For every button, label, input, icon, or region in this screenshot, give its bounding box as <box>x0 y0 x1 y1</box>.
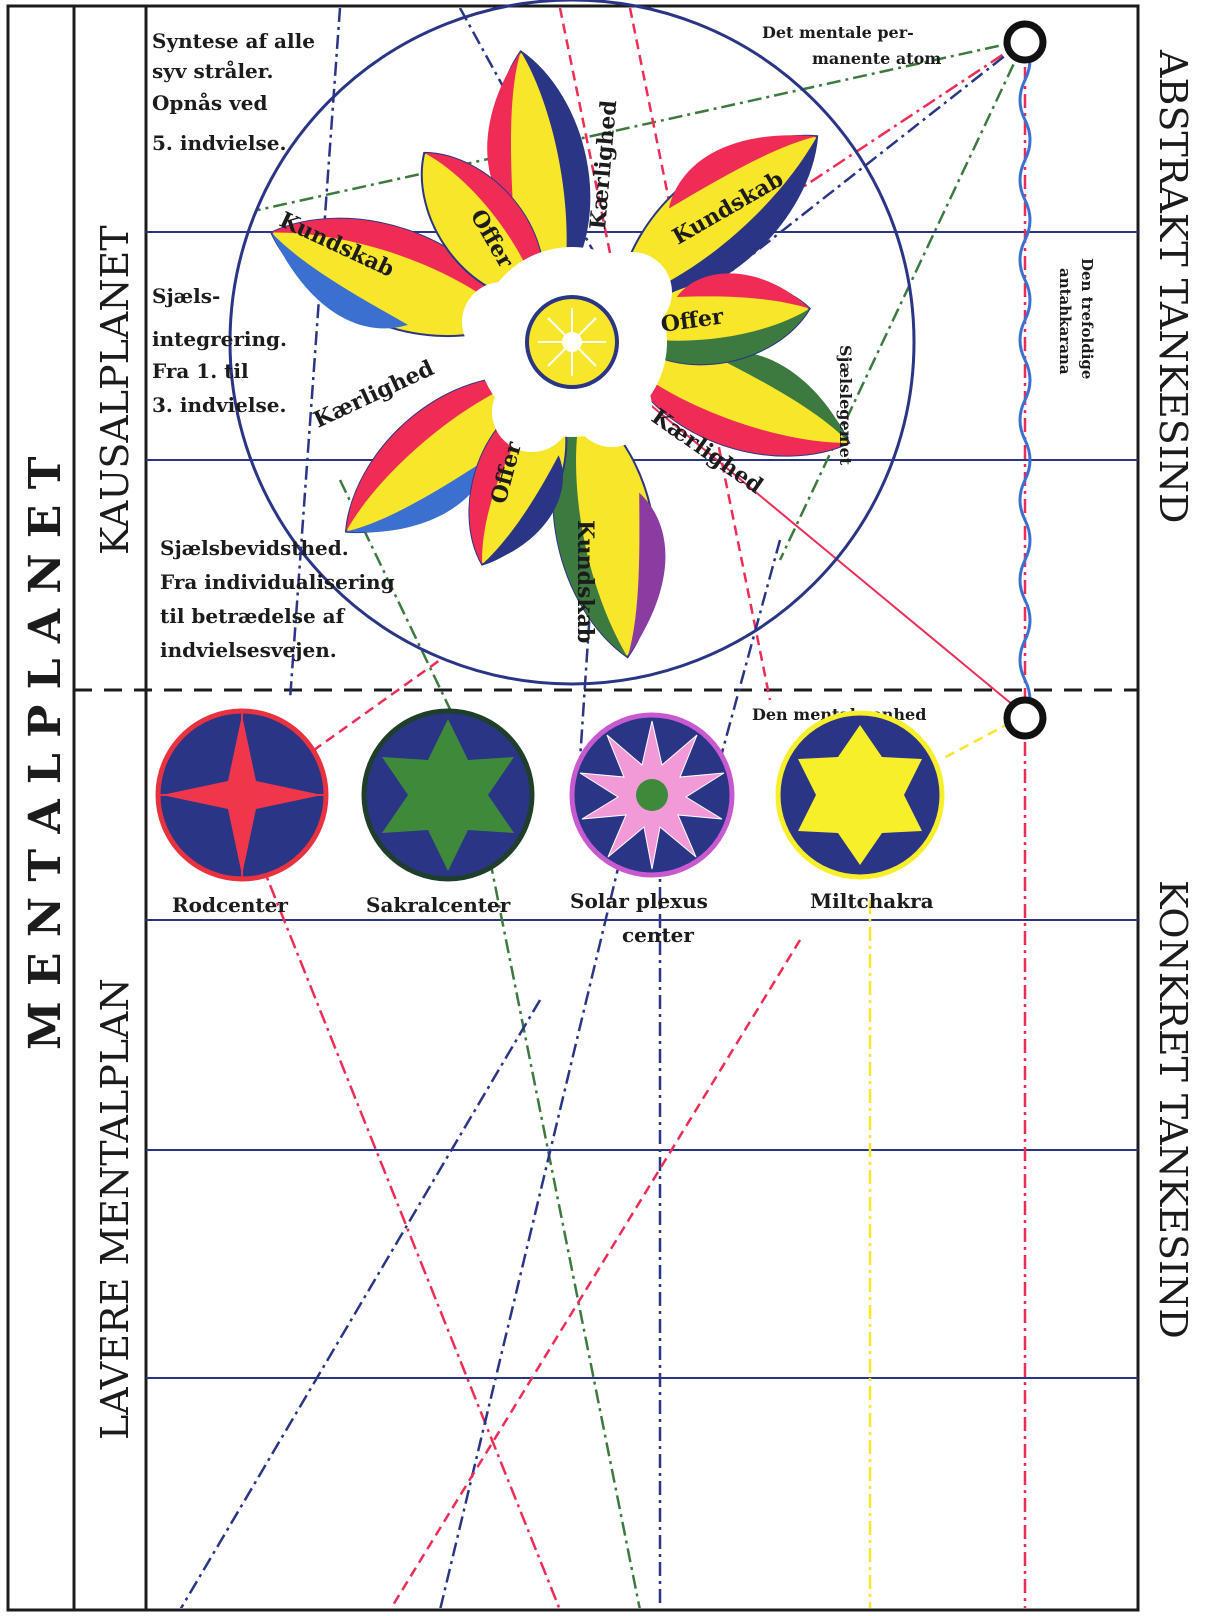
petal-label-knowledge-3: Kundskab <box>572 520 598 643</box>
right-label-konkret: KONKRET TANKESIND <box>1151 880 1195 1339</box>
left-label-kausalplanet: KAUSALPLANET <box>93 225 137 555</box>
center-label-solar: Solar plexus <box>570 889 708 913</box>
annotation-synthesis-4: 5. indvielse. <box>152 131 286 155</box>
annotation-awareness-2: Fra individualisering <box>160 570 395 594</box>
annotation-awareness-4: indvielsesvejen. <box>160 638 337 662</box>
permanent-atom-label-2: manente atom <box>812 49 941 68</box>
center-spleen <box>778 713 942 877</box>
center-label-spleen: Miltchakra <box>810 889 934 913</box>
annotation-integration-3: Fra 1. til <box>152 359 249 383</box>
annotation-integration-4: 3. indvielse. <box>152 393 286 417</box>
annotation-synthesis-2: syv stråler. <box>152 59 273 83</box>
annotation-synthesis-1: Syntese af alle <box>152 29 315 53</box>
petal-label-love-1: Kærlighed <box>585 99 622 230</box>
right-label-abstrakt: ABSTRAKT TANKESIND <box>1151 49 1195 523</box>
annotation-integration-1: Sjæls- <box>152 284 220 308</box>
permanent-atom-ring <box>1007 24 1043 60</box>
left-label-lavere-mentalplan: LAVERE MENTALPLAN <box>93 978 137 1440</box>
center-label-sacral: Sakralcenter <box>366 893 511 917</box>
mental-unit-ring <box>1007 700 1043 736</box>
antahkarana-label-2: antahkarana <box>1056 268 1074 375</box>
annotation-awareness-3: til betrædelse af <box>160 604 346 628</box>
annotation-awareness-1: Sjælsbevidsthed. <box>160 536 349 560</box>
left-label-mentalplanet: M E N T A L P L A N E T <box>20 456 71 1050</box>
center-sacral <box>364 711 532 879</box>
center-label-solar-2: center <box>622 923 694 947</box>
center-label-root: Rodcenter <box>172 893 288 917</box>
permanent-atom-label-1: Det mentale per- <box>762 23 914 42</box>
annotation-integration-2: integrering. <box>152 327 287 351</box>
soul-body-label: Sjælslegemet <box>836 345 855 466</box>
annotation-synthesis-3: Opnås ved <box>152 91 267 115</box>
center-solar-plexus <box>572 715 732 875</box>
center-root <box>158 711 326 879</box>
antahkarana-label-1: Den trefoldige <box>1078 258 1096 379</box>
